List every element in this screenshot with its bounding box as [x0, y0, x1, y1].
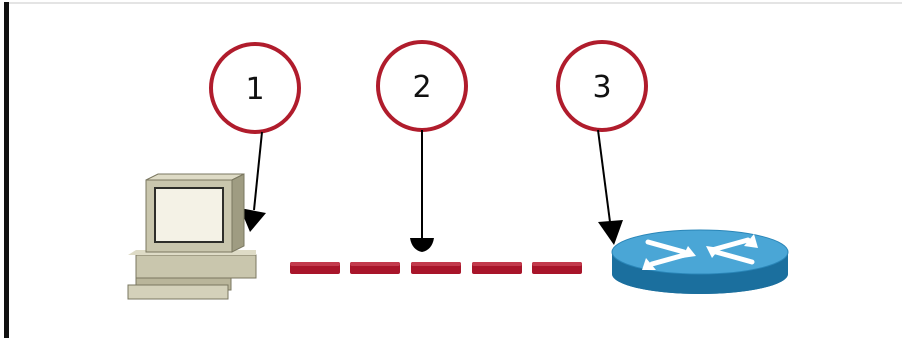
top-border — [9, 2, 902, 4]
arrow-1 — [240, 131, 266, 232]
callout-2: 2 — [376, 40, 468, 132]
router-icon — [611, 229, 789, 294]
computer-screen — [154, 187, 224, 243]
computer-icon — [127, 173, 257, 300]
callout-2-number: 2 — [412, 70, 431, 105]
callout-1-ring — [209, 42, 301, 134]
left-border — [4, 2, 9, 338]
callout-1: 1 — [209, 42, 301, 134]
callout-3: 3 — [556, 40, 648, 132]
callout-3-ring — [556, 40, 648, 132]
callout-1-number: 1 — [245, 72, 264, 107]
callout-3-number: 3 — [592, 70, 611, 105]
cable-icon — [290, 262, 582, 274]
arrow-2 — [410, 130, 434, 252]
arrow-3 — [597, 129, 623, 245]
